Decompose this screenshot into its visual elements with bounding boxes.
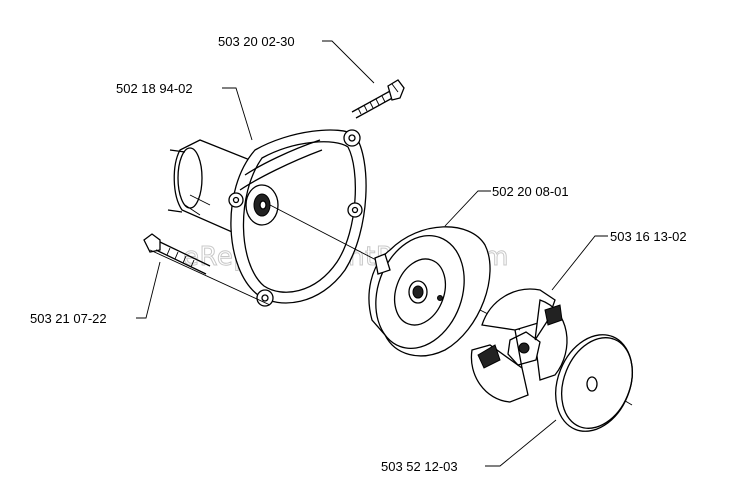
part-label-drum[interactable]: 502 20 08-01: [492, 184, 569, 199]
part-label-housing[interactable]: 502 18 94-02: [116, 81, 193, 96]
leader-bolt-top: [322, 40, 375, 84]
part-label-bolt-left[interactable]: 503 21 07-22: [30, 311, 107, 326]
axis-line-left: [149, 249, 271, 306]
bolt-top-drawing[interactable]: [351, 79, 405, 119]
clutch-drum-drawing[interactable]: [361, 223, 491, 361]
leader-housing: [222, 87, 253, 141]
leader-shoe: [551, 235, 608, 291]
part-label-bolt-top[interactable]: 503 20 02-30: [218, 34, 295, 49]
leader-drum: [444, 190, 491, 227]
leader-bolt-left: [136, 261, 161, 319]
washer-plate-drawing[interactable]: [542, 323, 646, 443]
clutch-shoe-drawing[interactable]: [470, 288, 568, 403]
part-label-washer[interactable]: 503 52 12-03: [381, 459, 458, 474]
leader-washer: [485, 419, 557, 467]
clutch-housing-drawing[interactable]: [167, 129, 367, 307]
part-label-shoe[interactable]: 503 16 13-02: [610, 229, 687, 244]
bolt-left-drawing[interactable]: [143, 233, 211, 275]
